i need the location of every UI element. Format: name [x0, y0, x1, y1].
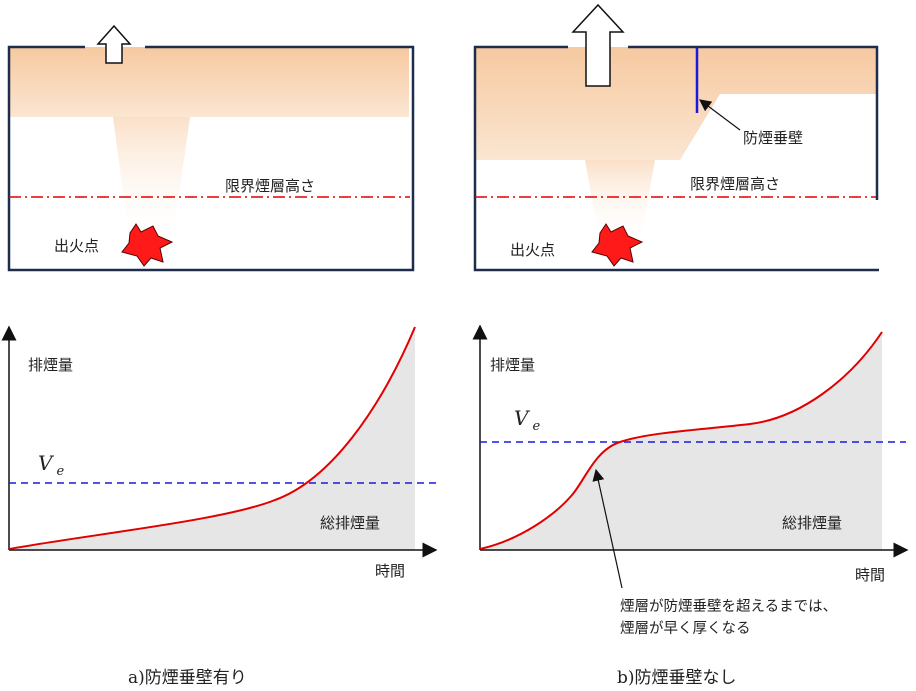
curtain-label: 防煙垂壁: [743, 129, 803, 147]
annotation-text: 煙層が早く厚くなる: [620, 620, 751, 637]
annotation-text: 煙層が防煙垂壁を超えるまでは、: [620, 598, 837, 615]
smoke-layer: [475, 47, 877, 160]
exhaust-arrow-icon: [571, 3, 625, 87]
fire-icon: [591, 223, 644, 267]
room-wall: [628, 45, 879, 200]
smoke-plume: [113, 117, 190, 245]
ve-label: V e: [38, 451, 64, 479]
total-exhaust-label: 総排煙量: [320, 514, 380, 532]
smoke-layer: [9, 47, 409, 117]
fire-label: 出火点: [510, 241, 555, 259]
caption-b: b)防煙垂壁なし: [617, 668, 737, 688]
ve-label: V e: [514, 406, 540, 434]
y-axis-label: 排煙量: [490, 356, 535, 374]
total-exhaust-area: [480, 332, 882, 550]
critical-height-label: 限界煙層高さ: [690, 175, 780, 193]
room-wall: [473, 45, 879, 272]
total-exhaust-label: 総排煙量: [782, 514, 842, 532]
x-axis-label: 時間: [375, 562, 405, 580]
graph-b: 排煙量 時間 V e 総排煙量 煙層が防煙垂壁を超えるまでは、 煙層が早く厚くな…: [472, 324, 909, 637]
fire-icon: [121, 223, 174, 267]
x-axis-label: 時間: [855, 566, 885, 584]
room-a: 限界煙層高さ 出火点: [7, 24, 415, 272]
room-wall: [7, 45, 415, 272]
exhaust-curve: [479, 331, 883, 550]
critical-height-label: 限界煙層高さ: [225, 177, 315, 195]
y-axis-label: 排煙量: [28, 356, 73, 374]
room-b: 防煙垂壁 限界煙層高さ 出火点: [473, 3, 879, 272]
exhaust-arrow-icon: [96, 24, 132, 64]
total-exhaust-area: [9, 327, 415, 550]
exhaust-curve: [8, 326, 416, 550]
smoke-plume: [585, 160, 655, 245]
graph-a: 排煙量 時間 V e 総排煙量: [1, 325, 438, 580]
fire-label: 出火点: [54, 237, 99, 255]
annotation-leader-arrow: [592, 468, 623, 589]
curtain-leader-arrow: [699, 99, 741, 131]
caption-a: a)防煙垂壁有り: [128, 668, 247, 688]
